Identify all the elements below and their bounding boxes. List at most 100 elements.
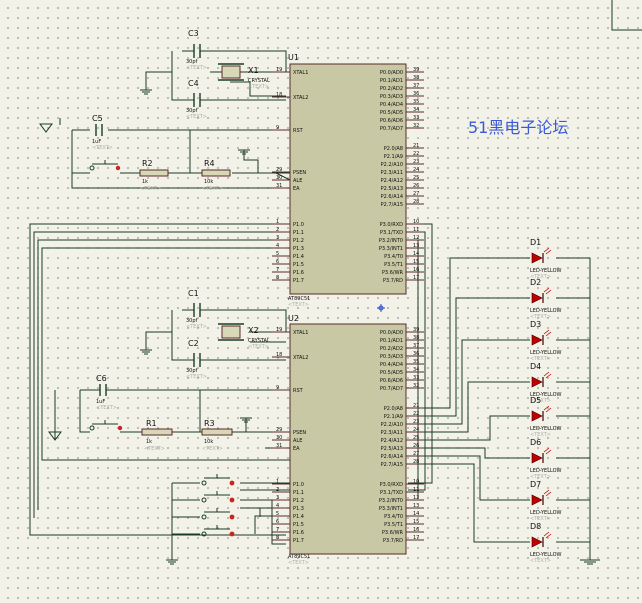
- capacitor-c2[interactable]: C2 30pf <TEXT>: [182, 339, 214, 380]
- u2-pin-name: P3.0/RXD: [380, 482, 404, 488]
- u2-pin-num: 9: [276, 385, 279, 391]
- ground-symbols: [39, 89, 598, 565]
- crystal-x1[interactable]: X1 CRYSTAL <TEXT>: [218, 63, 270, 90]
- led-template: <TEXT>: [530, 314, 551, 320]
- crystal-x2[interactable]: X2 CRYSTAL <TEXT>: [218, 323, 270, 350]
- button-contact-active: [229, 480, 235, 486]
- u1-pin-name: P2.6/A14: [381, 194, 403, 200]
- u1-pin-name: P2.2/A10: [381, 162, 403, 168]
- u2-pin-num: 27: [413, 451, 419, 457]
- r2-ref: R2: [142, 159, 153, 168]
- u1-pin-name: P2.3/A11: [381, 170, 403, 176]
- u1-pin-num: 14: [413, 251, 419, 257]
- u1-pin-name: XTAL1: [293, 70, 308, 76]
- u1-pin-num: 32: [413, 123, 419, 129]
- u1-pin-name: P1.0: [293, 222, 304, 228]
- reset-button-top[interactable]: [89, 160, 121, 171]
- u1-pin-num: 25: [413, 175, 419, 181]
- u1-pin-num: 39: [413, 67, 419, 73]
- u2-pin-num: 21: [413, 403, 419, 409]
- u1-pin-num: 35: [413, 99, 419, 105]
- led-template: <TEXT>: [530, 516, 551, 522]
- resistor-r4[interactable]: R4 10k <TEXT>: [201, 159, 231, 192]
- u1-left-pins: XTAL119XTAL218RST9PSEN29ALE30EA31P1.01P1…: [272, 67, 308, 284]
- led-diode-icon: [531, 410, 543, 422]
- chip-u1[interactable]: U1 AT89C51 <TEXT> XTAL119XTAL218RST9PSEN…: [272, 53, 424, 308]
- resistor-r1[interactable]: R1 1k <TEXT>: [141, 419, 173, 452]
- u1-pin-name: P3.3/INT1: [379, 246, 403, 252]
- u1-pin-name: P3.2/INT0: [379, 238, 403, 244]
- capacitor-c1[interactable]: C1 30pf <TEXT>: [182, 289, 214, 330]
- u2-pin-num: 8: [276, 535, 279, 541]
- capacitor-c3[interactable]: C3 30pf <TEXT>: [182, 29, 214, 71]
- u1-pin-num: 36: [413, 91, 419, 97]
- push-button-1[interactable]: [201, 474, 235, 486]
- u2-pin-name: P3.6/WR: [382, 530, 404, 536]
- u1-pin-name: P1.7: [293, 278, 304, 284]
- push-button-4[interactable]: [201, 525, 235, 537]
- u1-pin-name: P2.0/A8: [384, 146, 403, 152]
- u1-pin-name: P0.3/AD3: [380, 94, 403, 100]
- u2-pin-name: P0.6/AD6: [380, 378, 403, 384]
- capacitor-c4[interactable]: C4 30pf <TEXT>: [182, 79, 214, 120]
- capacitor-c6[interactable]: C6 1uF <TEXT>: [90, 374, 117, 411]
- u2-pin-name: P2.4/A12: [381, 438, 403, 444]
- u2-pin-name: P1.7: [293, 538, 304, 544]
- u2-pin-name: P1.6: [293, 530, 304, 536]
- led-ref: D7: [530, 480, 541, 489]
- capacitor-c5[interactable]: C5 1uF <TEXT>: [92, 114, 113, 151]
- u2-pin-name: P2.6/A14: [381, 454, 403, 460]
- u2-pin-name: RST: [293, 388, 304, 394]
- push-button-2[interactable]: [201, 491, 235, 503]
- u1-pin-num: 26: [413, 183, 419, 189]
- push-button-3[interactable]: [201, 508, 235, 520]
- led-ref: D4: [530, 362, 541, 371]
- c4-ref: C4: [188, 79, 199, 88]
- chip-u2[interactable]: U2 AT89C51 <TEXT> XTAL119XTAL218RST9PSEN…: [272, 314, 424, 566]
- u1-pin-name: P1.3: [293, 246, 304, 252]
- u2-pin-name: P0.1/AD1: [380, 338, 403, 344]
- led-value: LED-YELLOW: [530, 268, 562, 274]
- led-ref: D6: [530, 438, 541, 447]
- u1-pin-name: RST: [293, 128, 304, 134]
- led-rays-icon: [543, 371, 552, 379]
- c2-ref: C2: [188, 339, 199, 348]
- r2-value: 1k: [142, 179, 148, 185]
- x2-template: <TEXT>: [248, 344, 269, 350]
- u1-pin-name: P3.7/RD: [383, 278, 403, 284]
- resistor-r3[interactable]: R3 10k <TEXT>: [201, 419, 233, 452]
- led-diode-icon: [531, 376, 543, 388]
- u1-pin-name: P0.6/AD6: [380, 118, 403, 124]
- u2-pin-num: 28: [413, 459, 419, 465]
- led-ref: D8: [530, 522, 541, 531]
- led-value: LED-YELLOW: [530, 426, 562, 432]
- u2-pin-name: P0.0/AD0: [380, 330, 403, 336]
- resistor-r2[interactable]: R2 1k <TEXT>: [139, 159, 169, 192]
- u2-pin-name: P0.3/AD3: [380, 354, 403, 360]
- reset-button-bottom[interactable]: [89, 420, 123, 431]
- u2-pin-num: 5: [276, 511, 279, 517]
- led-rays-icon: [543, 247, 552, 255]
- forum-watermark: 51黑电子论坛: [468, 118, 568, 137]
- c6-template: <TEXT>: [96, 405, 117, 411]
- u1-pin-num: 37: [413, 83, 419, 89]
- led-ref: D1: [530, 238, 541, 247]
- x2-value: CRYSTAL: [248, 338, 270, 344]
- u1-pin-num: 13: [413, 243, 419, 249]
- u2-pin-name: PSEN: [293, 430, 306, 436]
- u1-pin-num: 19: [276, 67, 282, 73]
- button-contact: [201, 531, 207, 537]
- u2-pin-num: 13: [413, 503, 419, 509]
- u1-pin-num: 23: [413, 159, 419, 165]
- button-contact-active: [229, 514, 235, 520]
- u1-pin-num: 7: [276, 267, 279, 273]
